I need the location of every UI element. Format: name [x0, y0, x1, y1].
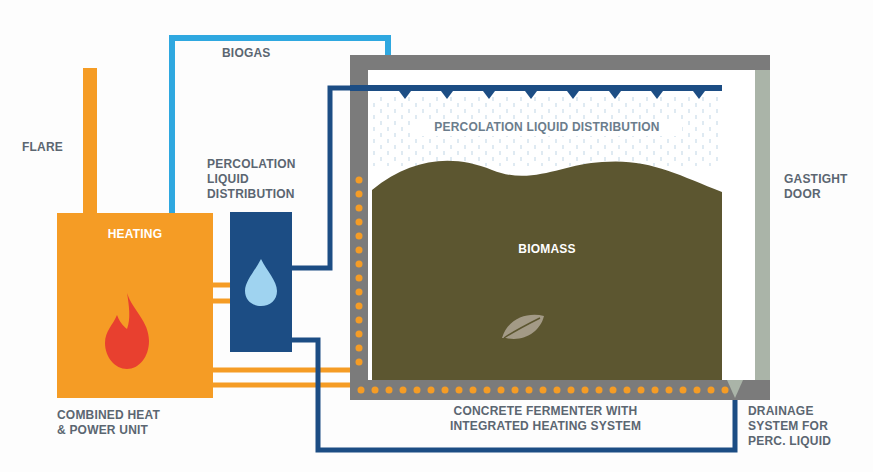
node-heading: PERCOLATION LIQUID DISTRIBUTION [207, 157, 315, 202]
fermenter-floor [350, 380, 770, 400]
drop-icon [243, 257, 279, 307]
biomass-shape [372, 150, 722, 380]
flame-icon [97, 291, 157, 371]
pipe-label: BIOGAS [222, 46, 271, 61]
chp-unit-box: HEATINGCOMBINED HEAT & POWER UNIT [57, 213, 213, 398]
node-heading: PERCOLATION LIQUID DISTRIBUTION [412, 119, 682, 136]
leaf-icon [500, 312, 546, 342]
fermenter-roof [350, 55, 770, 70]
percolation-tank: PERCOLATION LIQUID DISTRIBUTION [230, 212, 292, 352]
fermenter-wall [350, 55, 368, 400]
spray-pattern [372, 96, 722, 166]
sprinkler-nozzles [399, 91, 705, 99]
heating-pipe [213, 370, 350, 385]
sprinkler-bar [350, 85, 722, 91]
node-caption: CONCRETE FERMENTER WITH INTEGRATED HEATI… [428, 404, 663, 434]
fermenter: PERCOLATION LIQUID DISTRIBUTIONCONCRETE … [350, 55, 770, 400]
node-heading: HEATING [57, 227, 213, 242]
biomass-heap: BIOMASS [372, 150, 722, 380]
node-heading: BIOMASS [372, 242, 722, 257]
flare-label: FLARE [22, 140, 82, 155]
drainage-label: DRAINAGE SYSTEM FOR PERC. LIQUID [748, 404, 838, 449]
flare-stack [83, 68, 97, 214]
fermenter-interior [368, 70, 755, 380]
heating-pipe [213, 285, 230, 301]
biogas-pipe [172, 38, 388, 213]
drain-funnel [727, 380, 743, 398]
door-label: GASTIGHT DOOR [784, 172, 864, 202]
gastight-door [755, 70, 770, 380]
node-caption: COMBINED HEAT & POWER UNIT [57, 408, 172, 438]
percolation-pipe [292, 88, 350, 268]
